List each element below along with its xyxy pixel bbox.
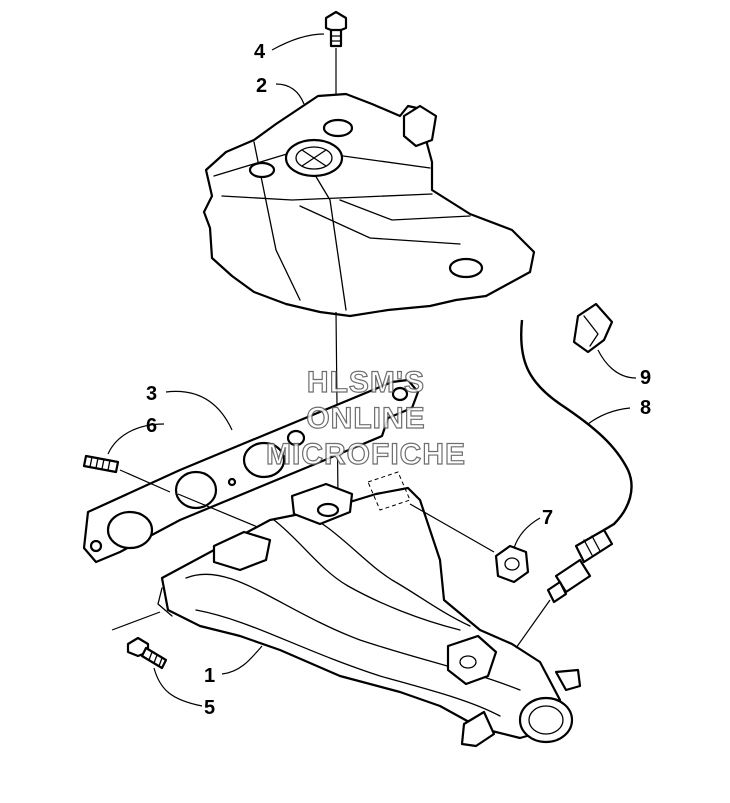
leader-2 xyxy=(275,83,305,105)
callout-5: 5 xyxy=(204,697,215,719)
callout-8: 8 xyxy=(640,397,651,419)
leader-6 xyxy=(107,423,165,455)
leader-9 xyxy=(597,349,637,379)
callout-7: 7 xyxy=(542,507,553,529)
alignment-line-stud xyxy=(119,469,261,529)
watermark-line-1: HLSM'S xyxy=(307,366,425,399)
leader-5 xyxy=(153,667,203,707)
alignment-line-sensor xyxy=(515,599,551,649)
callout-6: 6 xyxy=(146,415,157,437)
leader-8 xyxy=(587,407,631,425)
leader-7 xyxy=(513,517,541,549)
hidden-line-manifold xyxy=(367,471,411,511)
nut-7-part xyxy=(494,544,530,584)
callout-9: 9 xyxy=(640,367,651,389)
watermark-line-2: ONLINE xyxy=(306,402,425,435)
callout-1: 1 xyxy=(204,665,215,687)
callout-4: 4 xyxy=(254,41,266,63)
watermark-line-3: MICROFICHE xyxy=(266,438,466,471)
callout-3: 3 xyxy=(146,383,157,405)
stud-6-part xyxy=(82,454,120,474)
leader-3 xyxy=(165,390,233,431)
clip-9-part xyxy=(572,302,614,354)
leader-4 xyxy=(271,33,325,51)
bolt-4-part xyxy=(324,10,348,48)
exhaust-manifold-part xyxy=(157,482,582,748)
watermark: HLSM'S ONLINE MICROFICHE xyxy=(265,365,466,471)
leader-1 xyxy=(221,645,263,675)
bolt-5-part xyxy=(126,636,168,670)
alignment-line-nut xyxy=(409,503,495,553)
callout-2: 2 xyxy=(256,75,267,97)
heat-shield-part xyxy=(202,92,536,318)
gasket-part xyxy=(82,378,420,564)
oxygen-sensor-part xyxy=(520,319,633,604)
alignment-line-bolt xyxy=(111,611,161,631)
